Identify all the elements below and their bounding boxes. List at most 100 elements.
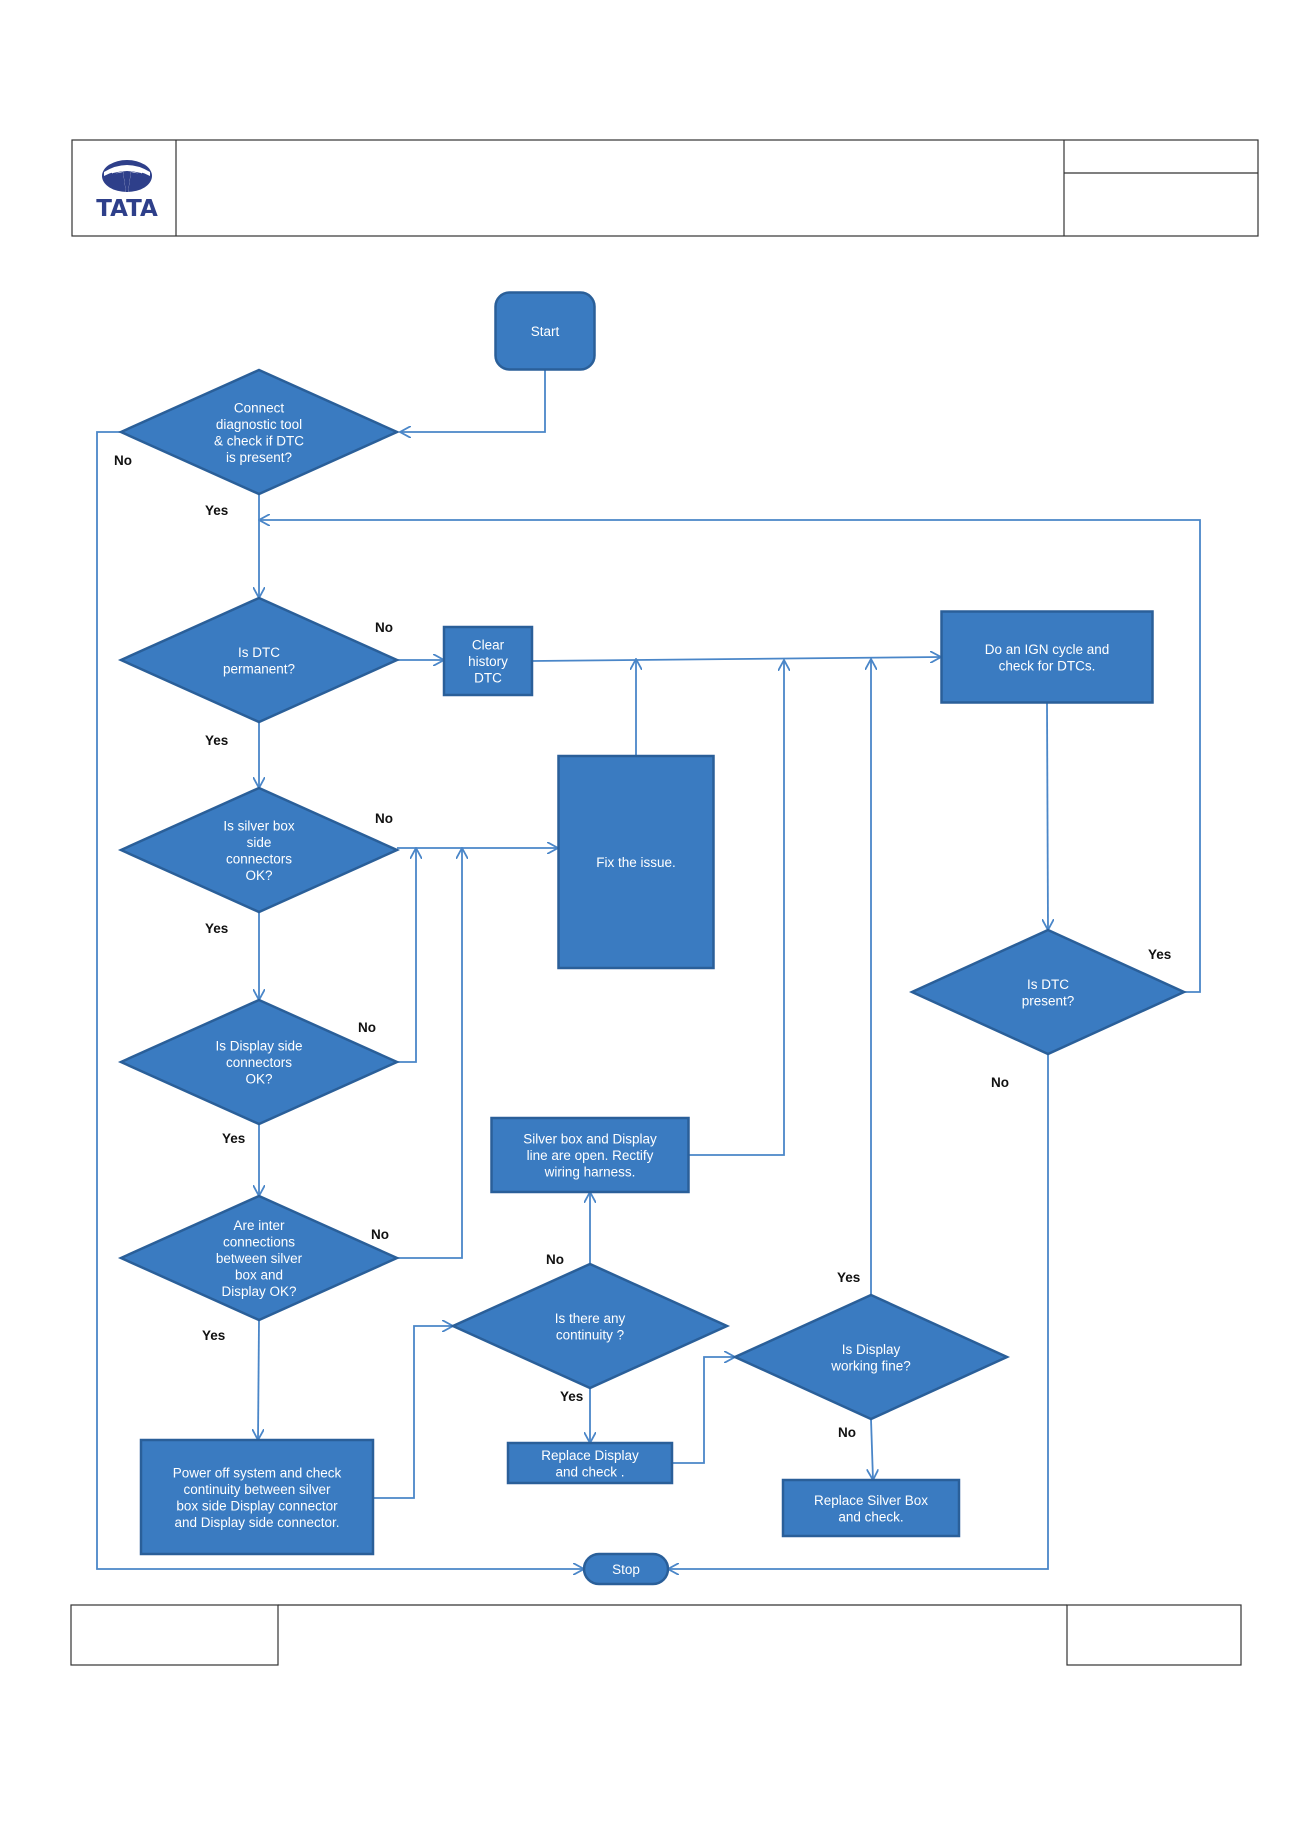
edge-label-permanent-yes: Yes bbox=[205, 733, 228, 748]
node-shape bbox=[117, 998, 401, 1126]
node-label: Stop bbox=[612, 1562, 640, 1577]
node-shape bbox=[781, 1478, 961, 1538]
node-label-line: and check . bbox=[555, 1464, 624, 1479]
node-label: Fix the issue. bbox=[596, 855, 676, 870]
edge-clear-to-ign bbox=[531, 657, 941, 661]
node-shape bbox=[490, 1116, 690, 1194]
node-shape bbox=[117, 1194, 401, 1322]
node-label-line: wiring harness. bbox=[544, 1165, 636, 1180]
node-label-line: Is DTC bbox=[1027, 977, 1069, 992]
node-label-line: Connect bbox=[234, 400, 285, 415]
node-label-line: history bbox=[468, 654, 508, 669]
edge-label-working-no: No bbox=[838, 1425, 856, 1440]
node-label-line: present? bbox=[1022, 993, 1075, 1008]
edge-replace-to-working bbox=[672, 1357, 735, 1464]
node-label: Start bbox=[531, 324, 560, 339]
edge-label-silver-no: No bbox=[375, 811, 393, 826]
node-label-line: Clear bbox=[472, 638, 505, 653]
node-label-line: Is Display bbox=[842, 1342, 901, 1357]
edge-label-present-yes: Yes bbox=[1148, 947, 1171, 962]
edge-label-working-yes: Yes bbox=[837, 1270, 860, 1285]
node-label-line: box side Display connector bbox=[176, 1498, 338, 1513]
node-shape bbox=[940, 610, 1154, 704]
node-label-line: working fine? bbox=[830, 1358, 911, 1373]
edge-label-silver-yes: Yes bbox=[205, 921, 228, 936]
node-start: Start bbox=[494, 291, 596, 371]
node-label-line: connections bbox=[223, 1235, 295, 1250]
edge-label-inter-no: No bbox=[371, 1227, 389, 1242]
node-shape bbox=[117, 596, 401, 724]
node-label-line: diagnostic tool bbox=[216, 417, 302, 432]
node-label-line: side bbox=[247, 835, 272, 850]
edge-open-to-main bbox=[688, 660, 784, 1156]
node-label-line: Power off system and check bbox=[173, 1465, 342, 1480]
node-label-line: Fix the issue. bbox=[596, 855, 676, 870]
edge-power-to-continuity bbox=[373, 1326, 453, 1499]
node-label-line: check for DTCs. bbox=[999, 658, 1096, 673]
node-shape bbox=[449, 1262, 731, 1390]
node-label-line: DTC bbox=[474, 671, 502, 686]
edge-start-to-connect bbox=[400, 370, 546, 432]
node-power-off: Power off system and check continuity bet… bbox=[139, 1438, 375, 1556]
edge-working-no-to-silverbox bbox=[871, 1418, 873, 1480]
edge-label-continuity-no: No bbox=[546, 1252, 564, 1267]
node-label-line: connectors bbox=[226, 1055, 292, 1070]
node-shape bbox=[442, 625, 534, 697]
node-shape bbox=[557, 754, 715, 970]
node-label-line: Is Display side bbox=[215, 1039, 302, 1054]
node-label-line: Start bbox=[531, 324, 560, 339]
connectors bbox=[96, 370, 1201, 1569]
node-label-line: Stop bbox=[612, 1562, 640, 1577]
node-stop: Stop bbox=[582, 1552, 670, 1586]
node-label-line: Is DTC bbox=[238, 645, 280, 660]
node-label-line: box and bbox=[235, 1268, 283, 1283]
node-shape bbox=[582, 1552, 670, 1586]
tata-logo: TATA bbox=[96, 160, 158, 222]
node-shape bbox=[494, 291, 596, 371]
node-label-line: Is there any bbox=[555, 1311, 626, 1326]
node-label-line: & check if DTC bbox=[214, 433, 304, 448]
edge-inter-no-to-fix bbox=[397, 848, 462, 1259]
node-label-line: OK? bbox=[245, 868, 272, 883]
footer-right-cell bbox=[1066, 1604, 1242, 1666]
node-label-line: permanent? bbox=[223, 661, 295, 676]
node-label-line: Replace Silver Box bbox=[814, 1493, 928, 1508]
node-label-line: Replace Display bbox=[541, 1448, 639, 1463]
node-label-line: Is silver box bbox=[223, 818, 295, 833]
node-label-line: and Display side connector. bbox=[174, 1515, 339, 1530]
node-label-line: OK? bbox=[245, 1072, 272, 1087]
footer bbox=[70, 1604, 1242, 1666]
edge-label-display-yes: Yes bbox=[222, 1131, 245, 1146]
edge-loop-back-to-permanent bbox=[259, 520, 1201, 993]
node-label-line: continuity between silver bbox=[183, 1482, 331, 1497]
node-label-line: and check. bbox=[838, 1509, 903, 1524]
footer-left-cell bbox=[70, 1604, 279, 1666]
node-fix-issue: Fix the issue. bbox=[557, 754, 715, 970]
edge-label-connect-yes: Yes bbox=[205, 503, 228, 518]
edge-display-no-to-fix bbox=[397, 848, 416, 1063]
node-label-line: between silver bbox=[216, 1251, 303, 1266]
node-label: Power off system and check continuity bet… bbox=[173, 1465, 342, 1530]
